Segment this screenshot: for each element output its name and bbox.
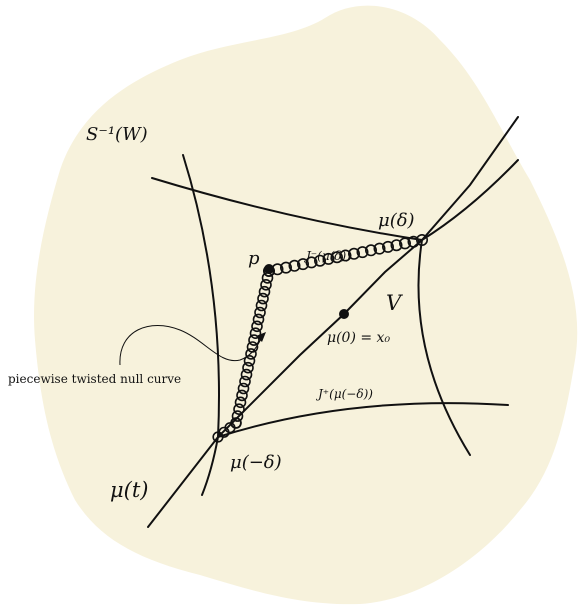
annotation-arrowhead [256, 332, 266, 342]
coil-loop [239, 375, 251, 388]
coil-loop [252, 313, 265, 326]
coil-loop [407, 235, 420, 248]
mu-zero-label: μ(0) = x₀ [327, 330, 390, 346]
coil-loop [305, 256, 318, 269]
coil-loop [339, 249, 352, 262]
coil-loop [347, 247, 360, 260]
coil-loop [296, 258, 309, 271]
upper-boundary-arc [151, 159, 519, 242]
coil-loop [245, 348, 257, 360]
coil-loop [364, 244, 377, 257]
coil-loop [373, 242, 386, 255]
background-region [34, 5, 578, 605]
coil-loop [234, 396, 247, 409]
right-boundary-arc [417, 239, 471, 456]
coil-loop [240, 368, 253, 381]
coil-loop [254, 306, 266, 319]
lower-boundary-arc [217, 402, 509, 438]
p-label: p [248, 248, 260, 269]
coil-loop [322, 252, 335, 265]
coil-loop [237, 382, 250, 395]
coil-loop [251, 320, 263, 333]
coil-loop [260, 278, 272, 291]
mu-t-label: μ(t) [110, 478, 148, 502]
coil-loop [243, 354, 256, 367]
twisted-null-curve [212, 234, 428, 443]
coil-loop [313, 254, 326, 267]
coil-loop [390, 239, 403, 252]
coil-loop [398, 237, 411, 250]
coil-loop [231, 410, 244, 422]
region-label: S⁻¹(W) [86, 124, 148, 145]
coil-loop [356, 246, 369, 259]
mu-minus-delta-label: μ(−δ) [230, 452, 282, 473]
coil-loop [415, 234, 428, 247]
left-boundary-arc [182, 154, 220, 496]
coil-loop [249, 327, 262, 340]
point-mu-zero [339, 309, 349, 319]
v-label: V [386, 291, 403, 315]
coil-loop [288, 259, 301, 272]
coil-loop [248, 334, 260, 346]
coil-loop [381, 240, 394, 253]
j-minus-label: J⁻(μ(δ)) [303, 249, 351, 263]
coil-loop [242, 361, 254, 374]
coil-loop [257, 292, 269, 305]
coil-loop [330, 251, 343, 264]
coil-loop [236, 389, 248, 402]
annotation-label: piecewise twisted null curve [8, 372, 181, 386]
coil-loop [279, 261, 292, 274]
point-p [264, 264, 274, 274]
coil-loop [258, 285, 271, 298]
j-plus-label: J⁺(μ(−δ)) [315, 387, 373, 401]
coil-loop [255, 299, 268, 312]
coil-loop [233, 403, 245, 416]
mu-delta-label: μ(δ) [378, 210, 415, 231]
coil-loop [212, 431, 224, 443]
annotation-arrow [119, 325, 263, 366]
